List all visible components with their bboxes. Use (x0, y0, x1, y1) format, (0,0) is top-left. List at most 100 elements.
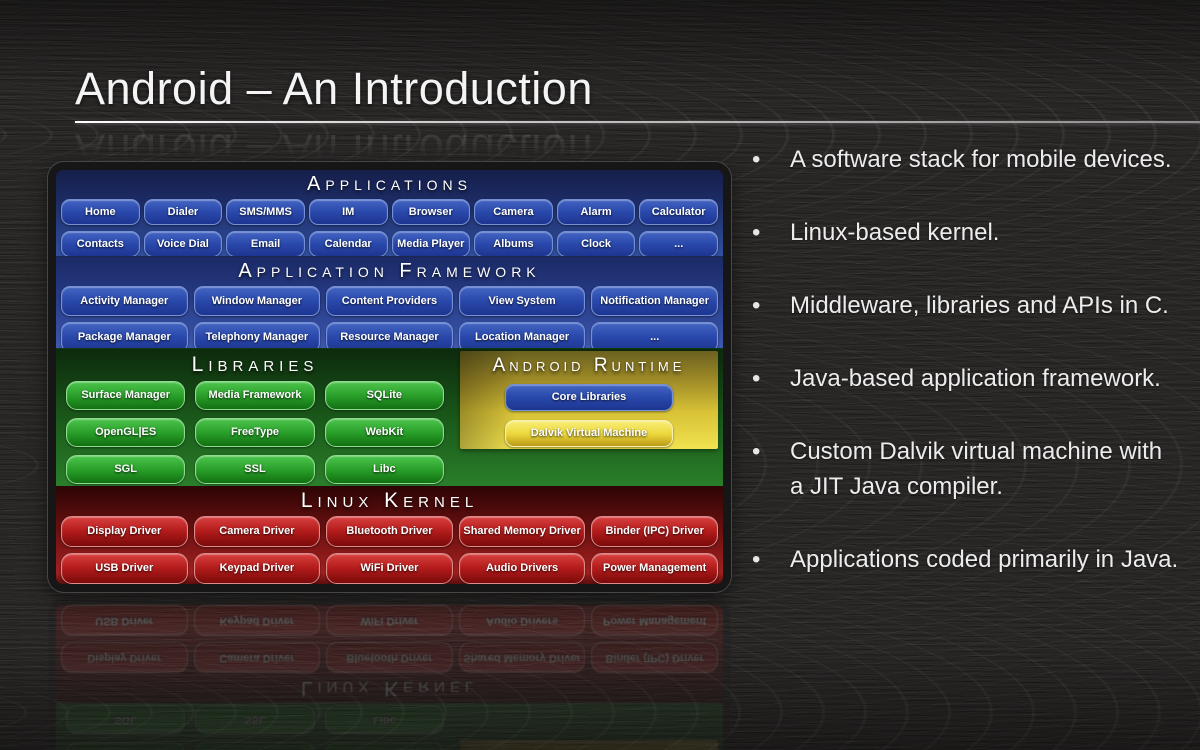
block-core-libraries: Core Libraries (505, 384, 673, 411)
block-window-manager: Window Manager (193, 286, 321, 316)
block-albums: Albums (474, 231, 553, 257)
bullet-text: Applications coded primarily in Java. (790, 546, 1179, 573)
block-media-framework: Media Framework (195, 381, 315, 410)
block-libc: Libc (324, 705, 444, 734)
block-shared-memory-driver: Shared Memory Driver (458, 516, 586, 547)
bullet-dot: • (752, 365, 761, 392)
block-wifi-driver: WiFi Driver (326, 605, 453, 636)
block-more: ... (591, 322, 718, 352)
bullet-item: • A software stack for mobile devices. (746, 142, 1186, 177)
bullet-item: • Java-based application framework. (746, 361, 1186, 396)
bullet-text: Java-based application framework. (790, 365, 1161, 392)
block-keypad-driver: Keypad Driver (193, 553, 321, 584)
diagram-reflection: Applications HomeDialerSMS/MMSIMBrowserC… (48, 597, 731, 750)
block-freetype: FreeType (195, 742, 315, 750)
bullet-item: • Custom Dalvik virtual machine with a JI… (746, 434, 1186, 504)
block-clock: Clock (556, 231, 636, 257)
block-libc: Libc (324, 455, 444, 484)
block-audio-drivers: Audio Drivers (458, 553, 586, 584)
block-binder-ipc-driver: Binder (IPC) Driver (591, 516, 718, 547)
block-bluetooth-driver: Bluetooth Driver (326, 642, 453, 673)
block-sgl: SGL (66, 455, 186, 484)
block-opengl-es: OpenGL|ES (66, 742, 186, 750)
slide-title: Android – An Introduction (75, 63, 593, 114)
block-surface-manager: Surface Manager (66, 381, 186, 410)
bullet-dot: • (752, 219, 761, 246)
block-binder-ipc-driver: Binder (IPC) Driver (591, 642, 718, 673)
block-display-driver: Display Driver (61, 642, 188, 673)
bullet-text: Middleware, libraries and APIs in C. (790, 292, 1169, 319)
block-dalvik-virtual-machine: Dalvik Virtual Machine (505, 420, 673, 447)
block-webkit: WebKit (324, 418, 444, 447)
block-notification-manager: Notification Manager (591, 286, 718, 316)
block-camera-driver: Camera Driver (193, 642, 321, 673)
block-camera: Camera (474, 199, 553, 225)
block-wifi-driver: WiFi Driver (326, 553, 453, 584)
block-camera-driver: Camera Driver (193, 516, 321, 547)
bullet-list: • A software stack for mobile devices. • Li… (746, 142, 1186, 615)
block-resource-manager: Resource Manager (326, 322, 453, 352)
block-activity-manager: Activity Manager (61, 286, 188, 316)
block-media-player: Media Player (391, 231, 471, 257)
block-im: IM (308, 199, 388, 225)
block-audio-drivers: Audio Drivers (458, 605, 586, 636)
bullet-dot: • (752, 292, 761, 319)
block-alarm: Alarm (556, 199, 636, 225)
block-calculator: Calculator (639, 199, 718, 225)
block-usb-driver: USB Driver (61, 553, 188, 584)
block-bluetooth-driver: Bluetooth Driver (326, 516, 453, 547)
bullet-dot: • (752, 438, 761, 465)
block-more: ... (639, 231, 718, 257)
block-power-management: Power Management (591, 553, 718, 584)
block-browser: Browser (391, 199, 471, 225)
bullet-dot: • (752, 546, 761, 573)
section-title-linux-kernel: Linux Kernel (300, 677, 479, 700)
block-content-providers: Content Providers (326, 286, 453, 316)
bullet-dot: • (752, 146, 761, 173)
block-package-manager: Package Manager (61, 322, 188, 352)
diagram-inner: Applications HomeDialerSMS/MMSIMBrowserC… (56, 605, 723, 750)
block-calendar: Calendar (308, 231, 388, 257)
block-email: Email (226, 231, 305, 257)
bullet-text: Linux-based kernel. (790, 219, 1000, 246)
section-title-application-framework: Application Framework (238, 260, 541, 282)
bullet-item: • Linux-based kernel. (746, 215, 1186, 250)
block-ssl: SSL (195, 705, 315, 734)
block-keypad-driver: Keypad Driver (193, 605, 321, 636)
section-title-android-runtime: Android Runtime (492, 355, 686, 376)
block-sqlite: SQLite (324, 381, 444, 410)
block-sgl: SGL (66, 705, 186, 734)
section-title-applications: Applications (307, 173, 472, 195)
bullet-item: • Middleware, libraries and APIs in C. (746, 288, 1186, 323)
title-underline (75, 121, 1200, 123)
block-opengl-es: OpenGL|ES (66, 418, 186, 447)
bullet-text: A software stack for mobile devices. (790, 146, 1172, 173)
block-dalvik-virtual-machine: Dalvik Virtual Machine (505, 742, 673, 750)
block-shared-memory-driver: Shared Memory Driver (458, 642, 586, 673)
bullet-text: Custom Dalvik virtual machine with a JIT… (790, 438, 1163, 500)
block-power-management: Power Management (591, 605, 718, 636)
